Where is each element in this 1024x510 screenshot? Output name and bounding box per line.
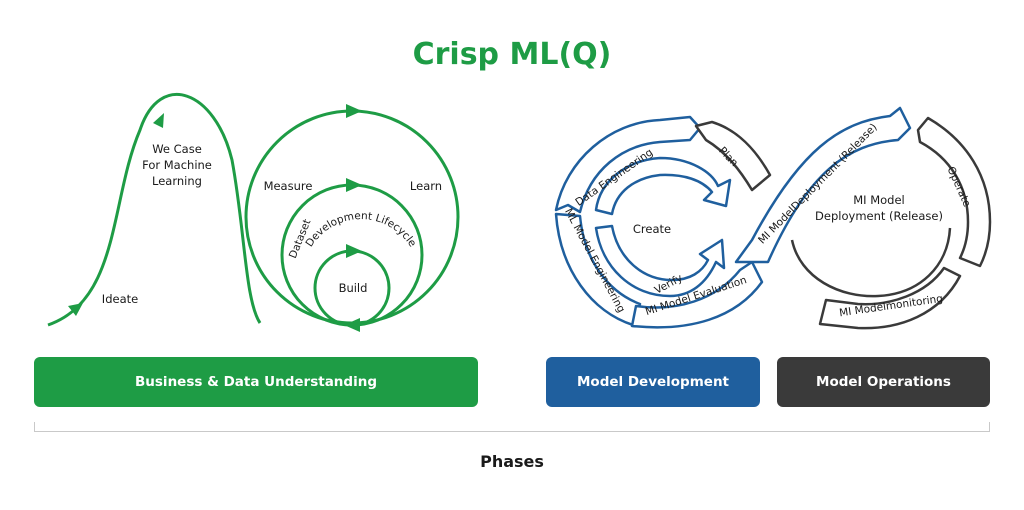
build-label: Build	[339, 281, 368, 295]
use-case-line-2: For Machine	[142, 158, 212, 172]
phases-label: Phases	[480, 452, 544, 471]
phase-model-development: Model Development	[546, 357, 760, 407]
green-arrowheads	[68, 104, 362, 332]
arrow-icon	[68, 303, 83, 316]
operate-segment	[916, 116, 992, 268]
arrow-icon	[344, 318, 360, 332]
development-lifecycle-label: Development Lifecycle	[304, 210, 419, 249]
diagram-title: Crisp ML(Q)	[413, 37, 612, 72]
monitoring-segment	[818, 266, 962, 330]
ops-center-line-1: MI Model	[853, 193, 905, 207]
evaluation-outer-segment	[630, 260, 764, 329]
learn-label: Learn	[410, 179, 442, 193]
use-case-line-3: Learning	[152, 174, 202, 188]
arrow-icon	[346, 104, 362, 118]
plan-segment	[694, 120, 772, 192]
phase-development-label: Model Development	[576, 374, 730, 390]
arrow-icon	[153, 113, 164, 128]
business-lifecycle-graphic	[47, 93, 460, 327]
phase-operations-label: Model Operations	[816, 374, 951, 390]
phase-business-label: Business & Data Understanding	[135, 374, 377, 390]
phase-business-data-understanding: Business & Data Understanding	[34, 357, 478, 407]
inner-spiral-top	[594, 156, 732, 216]
ideate-label: Ideate	[102, 292, 138, 306]
arrow-icon	[346, 178, 362, 192]
phases-bracket	[34, 422, 990, 432]
model-deployment-band-text: MI ModelDeployment (Release)	[756, 121, 880, 246]
operations-cycle-graphic	[790, 116, 992, 330]
ideation-curve	[47, 93, 262, 327]
measure-label: Measure	[264, 179, 313, 193]
phase-model-operations: Model Operations	[777, 357, 990, 407]
use-case-line-1: We Case	[152, 142, 202, 156]
data-engineering-outer-segment	[554, 115, 702, 214]
create-label: Create	[633, 222, 671, 236]
development-lifecycle-text: Development Lifecycle	[304, 210, 419, 249]
operations-inner-arc	[790, 227, 952, 298]
inner-spiral-bottom	[594, 224, 726, 298]
model-deployment-band-label: MI ModelDeployment (Release)	[756, 121, 880, 246]
ops-center-line-2: Deployment (Release)	[815, 209, 943, 223]
deployment-band	[734, 106, 912, 264]
arrow-icon	[346, 244, 362, 258]
development-cycle-graphic	[554, 106, 912, 329]
crisp-ml-diagram: Crisp ML(Q) Ideate We Case For Machine L…	[47, 37, 992, 332]
